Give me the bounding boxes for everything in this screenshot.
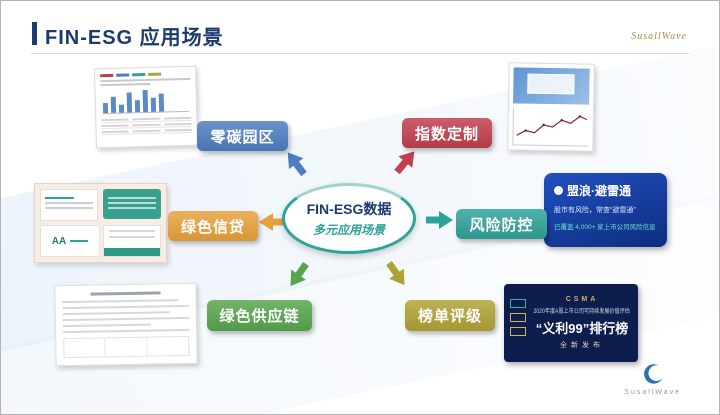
center-hub: FIN-ESG数据 多元应用场景 bbox=[282, 183, 416, 254]
presentation-screen bbox=[526, 73, 575, 95]
arrow-to-risk-control bbox=[426, 211, 453, 229]
title-accent-bar bbox=[32, 22, 37, 45]
footer-brand: SusallWave bbox=[624, 363, 681, 396]
node-green-credit: 绿色信贷 bbox=[168, 211, 258, 241]
node-zero-carbon-park: 零碳园区 bbox=[197, 121, 288, 151]
ranking-header: CSMA bbox=[565, 296, 599, 303]
document-text-line bbox=[62, 316, 189, 322]
green-credit-thumbnail: AA bbox=[34, 183, 167, 263]
document-text-line bbox=[62, 304, 189, 310]
ranking-description: 2020年度A股上市公司可持续发展价值评估 bbox=[533, 309, 631, 315]
footer-brand-text: SusallWave bbox=[624, 389, 681, 396]
line-chart-svg bbox=[516, 115, 588, 136]
certificate-card bbox=[103, 225, 161, 257]
arrow-to-zero-carbon-park bbox=[287, 152, 307, 177]
document-text-line bbox=[62, 299, 179, 304]
leitong-title: 盟浪·避雷通 bbox=[567, 184, 631, 198]
node-ranking-rating: 榜单评级 bbox=[405, 300, 495, 331]
header-divider bbox=[31, 53, 689, 54]
document-text-line bbox=[63, 323, 152, 328]
leitong-subtitle: 股市有风险，常查“避雷通” bbox=[554, 207, 636, 214]
zero-carbon-report-thumbnail bbox=[93, 65, 199, 149]
arrow-to-ranking-rating bbox=[386, 260, 405, 286]
leitong-note: 已覆盖 4,000+ 家上市公司风险信息 bbox=[554, 224, 656, 231]
report-text-line bbox=[100, 77, 191, 83]
document-text-line bbox=[63, 328, 190, 334]
leitong-app-card: 盟浪·避雷通 股市有风险，常查“避雷通” 已覆盖 4,000+ 家上市公司风险信… bbox=[544, 173, 667, 247]
center-hub-subtitle: 多元应用场景 bbox=[312, 223, 385, 237]
ranking-card: CSMA 2020年度A股上市公司可持续发展价值评估 “义利99”排行榜 全新发… bbox=[504, 284, 638, 362]
index-chart-thumbnail bbox=[507, 62, 595, 152]
arrow-to-green-supply-chain bbox=[290, 261, 309, 287]
node-index-custom: 指数定制 bbox=[402, 118, 492, 148]
report-text-line bbox=[100, 82, 150, 87]
document-text-line bbox=[62, 311, 170, 316]
susallwave-logo-icon bbox=[643, 364, 663, 384]
index-line-chart bbox=[512, 107, 589, 147]
report-bar-chart bbox=[102, 87, 190, 115]
document-title-line bbox=[90, 291, 161, 296]
photo-block bbox=[513, 67, 590, 105]
document-table bbox=[63, 335, 190, 359]
green-card bbox=[103, 189, 161, 219]
credit-rating-badge: AA bbox=[51, 235, 67, 247]
report-table-row bbox=[101, 126, 192, 136]
leitong-title-row: 盟浪·避雷通 bbox=[554, 182, 657, 199]
report-header-tags bbox=[100, 72, 190, 78]
page-title: FIN-ESG 应用场景 bbox=[45, 27, 224, 49]
bank-card bbox=[40, 189, 98, 221]
leitong-logo-icon bbox=[554, 186, 563, 195]
center-hub-title: FIN-ESG数据 bbox=[306, 201, 392, 217]
rating-card: AA bbox=[40, 225, 100, 257]
node-green-supply-chain: 绿色供应链 bbox=[207, 300, 312, 331]
brand-wordmark: SusallWave bbox=[631, 31, 687, 42]
supply-chain-document-thumbnail bbox=[54, 282, 198, 367]
ranking-side-chips bbox=[510, 299, 526, 336]
ranking-subtitle: 全新发布 bbox=[560, 342, 604, 349]
arrow-to-index-custom bbox=[394, 151, 415, 175]
ranking-title: “义利99”排行榜 bbox=[535, 321, 629, 336]
node-risk-control: 风险防控 bbox=[456, 209, 547, 239]
